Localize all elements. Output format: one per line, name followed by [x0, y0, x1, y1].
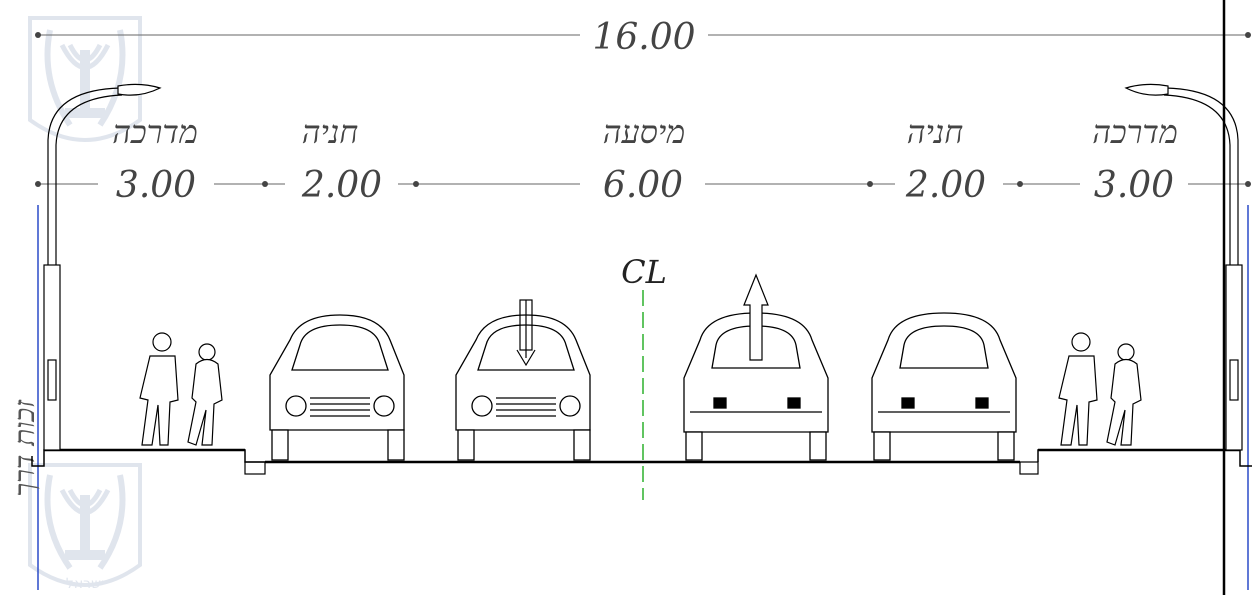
segment-name-parking-left: חניה — [302, 113, 359, 151]
pedestrians-left — [139, 332, 223, 446]
segment-width-sidewalk-right: 3.00 — [1094, 165, 1174, 206]
segment-width-carriageway: 6.00 — [603, 165, 683, 206]
emblem-text: ישראל — [66, 576, 104, 592]
centerline-label: CL — [621, 253, 667, 291]
pedestrians-right — [1058, 332, 1142, 446]
state-emblem-bottom: ישראל — [28, 463, 142, 592]
overall-width-label: 16.00 — [592, 17, 695, 58]
segment-name-parking-right: חניה — [907, 113, 964, 151]
direction-arrow-down-shaft — [519, 299, 533, 351]
segment-dimension-line — [35, 181, 1251, 187]
segment-name-sidewalk-left: מדרכה — [112, 113, 198, 151]
street-light-right — [1124, 83, 1243, 451]
segment-width-parking-right: 2.00 — [905, 165, 986, 206]
right-of-way-label: זכות דרך — [8, 399, 41, 497]
street-light-left — [43, 83, 162, 451]
car-rear-carriageway — [683, 312, 829, 461]
car-front-parking-left — [269, 314, 405, 461]
direction-arrow-up — [743, 273, 769, 361]
segment-name-carriageway: מיסעה — [603, 113, 685, 151]
road-profile — [31, 448, 1252, 475]
segment-width-parking-left: 2.00 — [301, 165, 382, 206]
segment-width-sidewalk-left: 3.00 — [116, 165, 196, 206]
direction-arrow-down — [516, 300, 536, 367]
state-emblem-top — [28, 16, 142, 142]
car-rear-parking-right — [871, 312, 1017, 461]
overall-dimension: 16.00 — [35, 17, 1251, 58]
car-front-carriageway — [455, 314, 591, 461]
segment-name-sidewalk-right: מדרכה — [1092, 113, 1178, 151]
